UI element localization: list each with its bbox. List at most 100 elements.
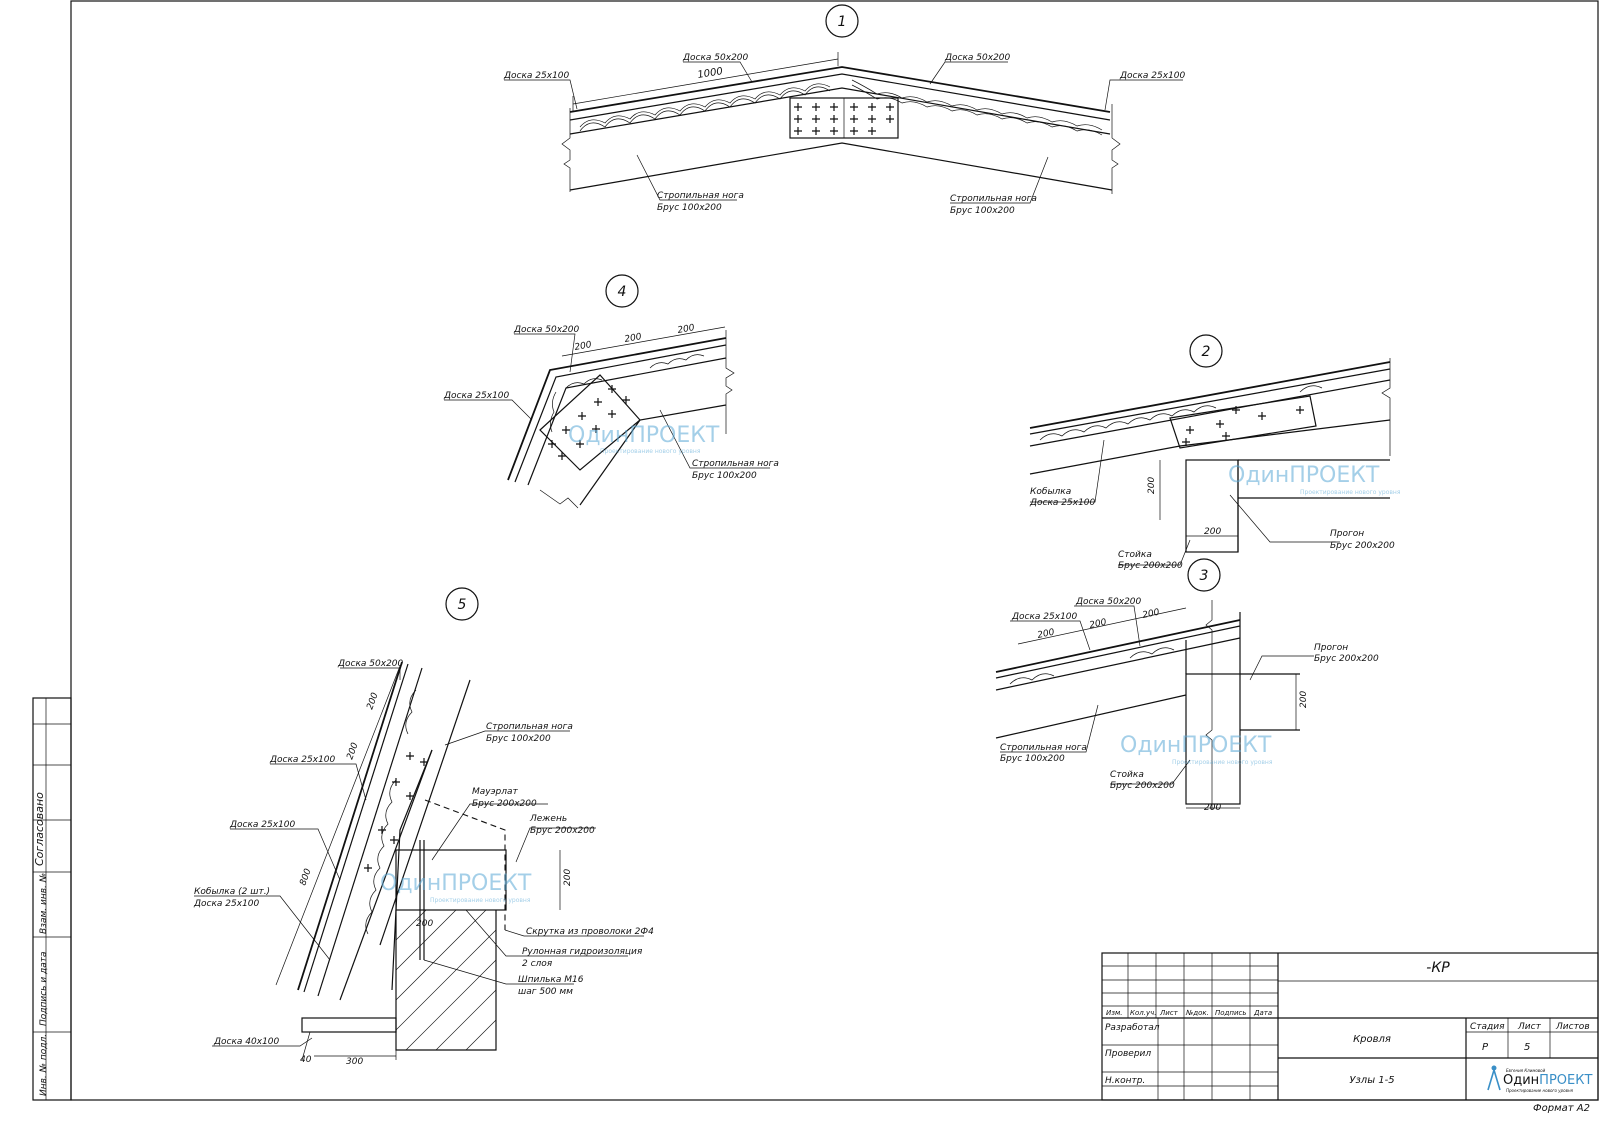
n5-ruln: Рулонная гидроизоляция [522, 947, 643, 957]
n1-doska-25-right: Доска 25х100 [1119, 71, 1186, 81]
tb-podp: Подпись [1215, 1009, 1247, 1017]
n3-brus-prog: Брус 200х200 [1314, 654, 1379, 664]
n2-brus-st: Брус 200х200 [1118, 561, 1183, 571]
n5-shpilka: Шпилька М16 [518, 975, 584, 985]
svg-text:ОдинПРОЕКТ: ОдинПРОЕКТ [1503, 1073, 1592, 1088]
tb-razrab: Разработал [1105, 1023, 1160, 1033]
n5-kobylka: Кобылка (2 шт.) [194, 887, 270, 897]
node-4-number: 4 [618, 284, 627, 300]
n5-dim-200-b: 200 [345, 741, 360, 761]
stamp-podpis: Подпись и дата [39, 951, 49, 1026]
node-5-number: 5 [458, 597, 467, 613]
n2-stoyka: Стойка [1118, 550, 1152, 560]
n3-dim-200-a: 200 [1037, 628, 1056, 641]
n2-doska-25: Доска 25х100 [1029, 498, 1096, 508]
n3-dim-200-v: 200 [1299, 691, 1309, 708]
watermark-3: ОдинПРОЕКТ [1120, 733, 1272, 758]
n2-brus-prog: Брус 200х200 [1330, 541, 1395, 551]
n4-gusset [539, 374, 641, 471]
n5-wall-hatch [395, 909, 497, 1051]
n3-progon: Прогон [1314, 643, 1348, 653]
n5-doska-25-a: Доска 25х100 [269, 755, 336, 765]
n2-dim-200-h: 200 [1204, 527, 1221, 537]
board-pattern-left [579, 83, 831, 132]
tb-prov: Проверил [1105, 1049, 1151, 1059]
dim-1000: 1000 [697, 66, 724, 81]
tb-data: Дата [1253, 1009, 1272, 1017]
tb-stadiya: Стадия [1470, 1022, 1505, 1032]
format-label: Формат А2 [1533, 1103, 1590, 1114]
n3-strop: Стропильная нога [1000, 743, 1087, 753]
n4-doska-25: Доска 25х100 [443, 391, 510, 401]
n5-strop: Стропильная нога [486, 722, 573, 732]
watermark-2-sub: Проектирование нового уровня [1300, 489, 1401, 496]
tb-list: Лист [1159, 1009, 1179, 1017]
n2-kobylka: Кобылка [1030, 487, 1071, 497]
n4-dim-200-b: 200 [624, 332, 643, 345]
svg-text:Проектирование нового уровня: Проектирование нового уровня [1506, 1088, 1574, 1093]
n5-shag: шаг 500 мм [518, 987, 573, 997]
n3-post [1185, 673, 1241, 805]
title-block: -КР Изм. Кол.уч. Лист №док. Подпись Дата… [1101, 952, 1599, 1101]
n1-doska-50-left: Доска 50х200 [682, 53, 749, 63]
node-4: 4 200 200 200 Доска 50х200 Доска 25х100 … [443, 274, 779, 509]
n5-dim-200-v: 200 [563, 869, 573, 886]
n1-doska-25-left: Доска 25х100 [503, 71, 570, 81]
tb-izm: Изм. [1106, 1009, 1122, 1017]
n5-dim-800: 800 [298, 867, 313, 887]
n5-doska-25-c: Доска 25х100 [193, 899, 260, 909]
node-3: 3 200 200 200 200 200 Доска 25х100 Доска… [995, 558, 1379, 813]
n5-mauerlat [395, 849, 507, 911]
board-pattern-right [851, 79, 1103, 136]
n3-brus-100: Брус 100х200 [1000, 754, 1065, 764]
watermark-5: ОдинПРОЕКТ [380, 871, 532, 896]
node-5: 5 300 40 800 200 [193, 587, 654, 1067]
n1-brus-right: Брус 100х200 [950, 206, 1015, 216]
n5-doska-25-b: Доска 25х100 [229, 820, 296, 830]
n5-dim-200-h: 200 [416, 919, 433, 929]
n5-brus-200-b: Брус 200х200 [530, 826, 595, 836]
n1-strop-left: Стропильная нога [657, 191, 744, 201]
n5-brus-100: Брус 100х200 [486, 734, 551, 744]
node-1: 1 1000 Доска 25х1 [503, 4, 1186, 216]
n1-doska-50-right: Доска 50х200 [944, 53, 1011, 63]
n5-dim-300: 300 [346, 1057, 363, 1067]
n2-plate [1169, 395, 1317, 449]
watermark-1: ОдинПРОЕКТ [568, 423, 720, 448]
watermark-5-sub: Проектирование нового уровня [430, 897, 531, 904]
n4-brus: Брус 100х200 [692, 471, 757, 481]
n4-doska-50: Доска 50х200 [513, 325, 580, 335]
node-1-number: 1 [838, 14, 847, 30]
n2-progon: Прогон [1330, 529, 1364, 539]
n5-brus-200-a: Брус 200х200 [472, 799, 537, 809]
n5-doska-50: Доска 50х200 [337, 659, 404, 669]
n4-dim-200-c: 200 [677, 323, 696, 336]
tb-list-h: Лист [1517, 1022, 1542, 1032]
n5-mauerlat-label: Мауэрлат [472, 787, 519, 797]
n3-doska-50: Доска 50х200 [1075, 597, 1142, 607]
side-stamp: Согласовано Взам. инв. № Подпись и дата … [32, 697, 72, 1101]
n5-dim-200-a: 200 [365, 691, 380, 711]
watermark-1-sub: Проектирование нового уровня [600, 448, 701, 455]
node-3-number: 3 [1200, 568, 1209, 584]
n4-strop: Стропильная нога [692, 459, 779, 469]
tb-stadiya-val: Р [1482, 1042, 1489, 1053]
tb-code: -КР [1426, 960, 1450, 976]
n4-dim-200-a: 200 [574, 340, 593, 353]
n3-brus-st: Брус 200х200 [1110, 781, 1175, 791]
n5-bottom-board [301, 1017, 397, 1033]
tb-nkontr: Н.контр. [1105, 1076, 1145, 1086]
plate-crosses [794, 103, 894, 135]
tb-ndok: №док. [1185, 1009, 1209, 1017]
n3-dim-200-h: 200 [1204, 803, 1221, 813]
watermark-2: ОдинПРОЕКТ [1228, 463, 1380, 488]
watermark-3-sub: Проектирование нового уровня [1172, 759, 1273, 766]
n5-lezhen: Лежень [529, 814, 567, 824]
node-2: 2 200 200 Кобылка Доска 25х100 Прогон Бр… [1029, 334, 1401, 571]
stamp-inv: Инв. № подл. [39, 1034, 49, 1096]
n5-dim-40: 40 [300, 1055, 312, 1065]
n1-strop-right: Стропильная нога [950, 194, 1037, 204]
tb-listov: Листов [1555, 1022, 1590, 1032]
svg-text:Евгения Климовой: Евгения Климовой [1506, 1068, 1546, 1073]
